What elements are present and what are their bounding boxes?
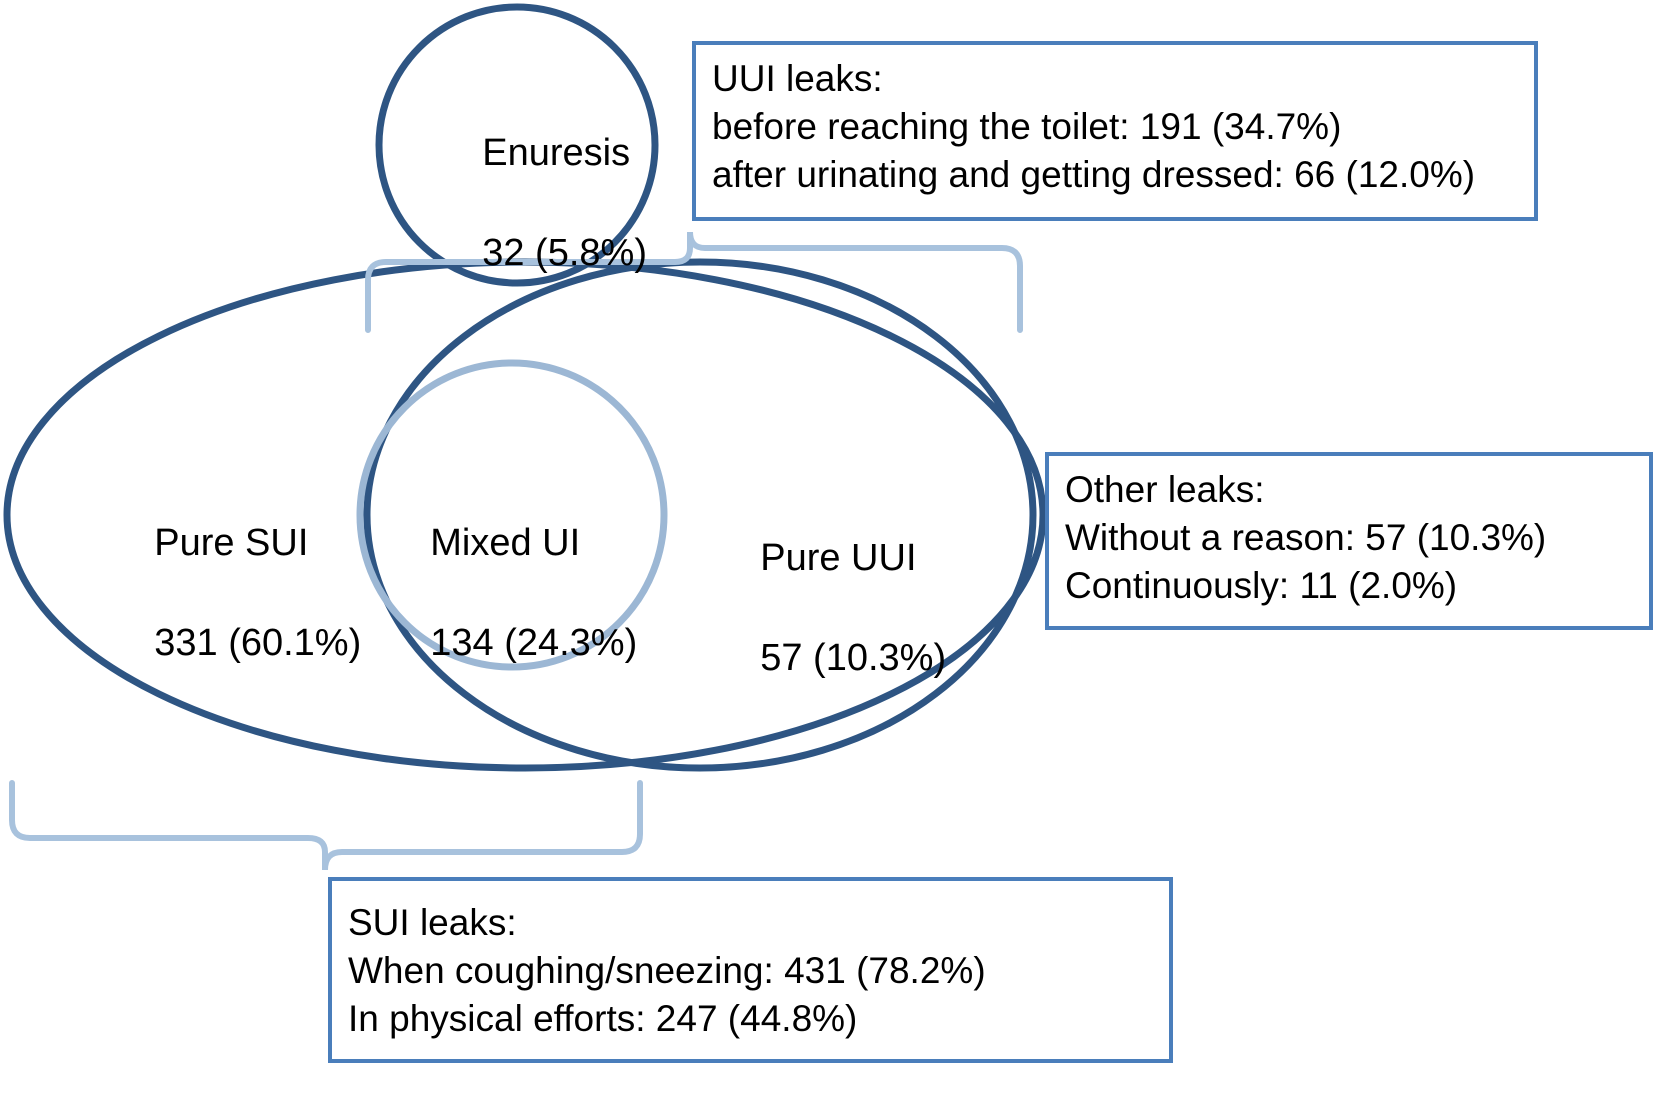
callout-sui-leaks-line-1: When coughing/sneezing: 431 (78.2%) bbox=[348, 950, 986, 992]
circle-enuresis bbox=[375, 3, 659, 287]
label-enuresis-name: Enuresis bbox=[482, 132, 631, 175]
callout-uui-leaks-line-1: before reaching the toilet: 191 (34.7%) bbox=[712, 106, 1342, 148]
label-mixed-ui: Mixed UI 134 (24.3%) bbox=[388, 468, 637, 719]
callout-other-leaks-line-1: Without a reason: 57 (10.3%) bbox=[1065, 517, 1547, 559]
brace-uui-leaks bbox=[365, 231, 1023, 333]
callout-other-leaks-heading: Other leaks: bbox=[1065, 469, 1265, 510]
callout-sui-leaks: SUI leaks: When coughing/sneezing: 431 (… bbox=[328, 877, 1173, 1063]
brace-sui-leaks bbox=[9, 780, 643, 871]
callout-other-leaks: Other leaks: Without a reason: 57 (10.3%… bbox=[1045, 452, 1653, 630]
label-pure-sui-value: 331 (60.1%) bbox=[154, 622, 362, 665]
label-pure-uui-name: Pure UUI bbox=[760, 537, 917, 580]
callout-uui-leaks: UUI leaks: before reaching the toilet: 1… bbox=[692, 41, 1538, 221]
label-enuresis-value: 32 (5.8%) bbox=[482, 232, 647, 275]
label-enuresis: Enuresis 32 (5.8%) bbox=[440, 78, 647, 329]
label-pure-sui: Pure SUI 331 (60.1%) bbox=[112, 468, 361, 719]
callout-uui-leaks-line-2: after urinating and getting dressed: 66 … bbox=[712, 154, 1476, 196]
label-pure-sui-name: Pure SUI bbox=[154, 522, 309, 565]
callout-sui-leaks-line-2: In physical efforts: 247 (44.8%) bbox=[348, 998, 858, 1040]
callout-uui-leaks-heading: UUI leaks: bbox=[712, 58, 883, 99]
callout-other-leaks-line-2: Continuously: 11 (2.0%) bbox=[1065, 565, 1458, 607]
label-pure-uui: Pure UUI 57 (10.3%) bbox=[718, 483, 946, 734]
ellipse-uui bbox=[363, 258, 1037, 772]
circle-mixed-ui bbox=[356, 359, 668, 671]
label-pure-uui-value: 57 (10.3%) bbox=[760, 637, 947, 680]
callout-sui-leaks-heading: SUI leaks: bbox=[348, 902, 517, 943]
label-mixed-ui-value: 134 (24.3%) bbox=[430, 622, 638, 665]
label-mixed-ui-name: Mixed UI bbox=[430, 522, 581, 565]
